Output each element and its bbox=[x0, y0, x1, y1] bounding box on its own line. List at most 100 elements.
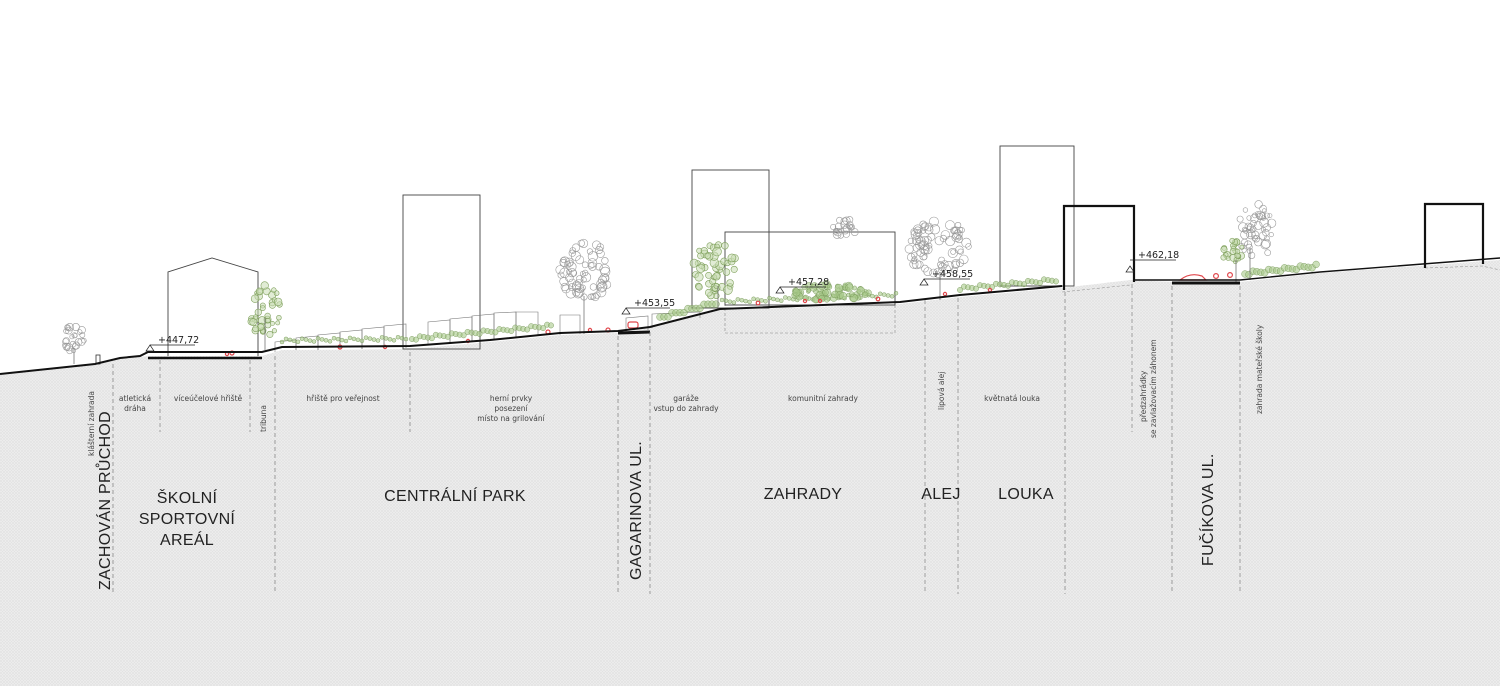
foliage-mark bbox=[1259, 217, 1269, 228]
foliage-mark bbox=[904, 244, 914, 254]
foliage-mark bbox=[943, 261, 954, 272]
foliage-mark bbox=[929, 216, 939, 227]
foliage-mark bbox=[809, 284, 818, 292]
elevation-marker: +447,72 bbox=[145, 335, 199, 352]
foliage-mark bbox=[273, 297, 283, 307]
shrub-mark bbox=[1312, 260, 1320, 269]
foliage-mark bbox=[571, 288, 581, 297]
foliage-mark bbox=[1261, 238, 1271, 249]
label-predzahradky: předzahrádky bbox=[1139, 370, 1148, 422]
shrub-mark bbox=[323, 338, 329, 343]
foliage-mark bbox=[259, 305, 266, 311]
shrub-mark bbox=[295, 339, 301, 344]
foliage-mark bbox=[1250, 213, 1259, 223]
foliage-mark bbox=[588, 262, 597, 271]
shrub-mark bbox=[1037, 279, 1043, 286]
foliage-mark bbox=[1220, 245, 1228, 253]
foliage-mark bbox=[575, 279, 583, 287]
label-atleticka-draha: atletická bbox=[119, 394, 151, 403]
zone-sportovni: SPORTOVNÍ bbox=[139, 509, 236, 528]
foliage-mark bbox=[569, 247, 577, 254]
shrub-mark bbox=[763, 299, 768, 304]
foliage-mark bbox=[1260, 240, 1270, 250]
shrub-mark bbox=[739, 298, 744, 303]
shrub-mark bbox=[723, 298, 729, 303]
foliage-mark bbox=[921, 222, 930, 230]
zone-alej: ALEJ bbox=[921, 486, 960, 503]
foliage-mark bbox=[923, 267, 933, 276]
foliage-mark bbox=[260, 281, 269, 290]
foliage-mark bbox=[1267, 213, 1273, 218]
shrub-mark bbox=[367, 336, 373, 341]
label-zahrada-ms: zahrada mateřské školy bbox=[1255, 324, 1264, 414]
foliage-mark bbox=[69, 334, 75, 340]
label-vstup-do-zahrady: vstup do zahrady bbox=[653, 404, 719, 413]
shrub-mark bbox=[889, 294, 895, 299]
foliage-mark bbox=[266, 330, 274, 338]
shrub-mark bbox=[347, 335, 353, 341]
foliage-mark bbox=[923, 244, 930, 251]
foliage-mark bbox=[1262, 223, 1271, 232]
shrub-mark bbox=[315, 336, 321, 341]
foliage-mark bbox=[1268, 232, 1274, 238]
foliage-mark bbox=[840, 217, 849, 226]
foliage-mark bbox=[861, 291, 869, 298]
elevation-label: +447,72 bbox=[158, 335, 199, 346]
foliage-mark bbox=[252, 325, 259, 333]
label-komunitni-zahrady: komunitní zahrady bbox=[788, 394, 858, 403]
foliage-mark bbox=[916, 236, 926, 247]
foliage-mark bbox=[249, 318, 258, 326]
shrub-mark bbox=[363, 335, 369, 340]
foliage-mark bbox=[81, 337, 87, 344]
foliage-mark bbox=[275, 320, 281, 326]
foliage-mark bbox=[1254, 237, 1263, 247]
foliage-mark bbox=[722, 268, 731, 276]
street-fucikova: FUČÍKOVA UL. bbox=[1198, 453, 1217, 566]
shrub-mark bbox=[428, 335, 435, 342]
zone-skolni: ŠKOLNÍ bbox=[157, 488, 218, 507]
foliage-mark bbox=[837, 232, 844, 239]
foliage-mark bbox=[940, 230, 951, 240]
shrub-mark bbox=[279, 339, 285, 345]
foliage-mark bbox=[561, 284, 571, 294]
foliage-mark bbox=[712, 272, 721, 281]
shrub-mark bbox=[787, 296, 792, 301]
label-lipova-alej: lipová alej bbox=[937, 372, 946, 410]
foliage-mark bbox=[704, 252, 711, 260]
shrub-mark bbox=[540, 325, 546, 331]
foliage-mark bbox=[924, 222, 934, 232]
foliage-mark bbox=[911, 255, 918, 262]
foliage-mark bbox=[1220, 254, 1227, 261]
shrub-mark bbox=[548, 322, 554, 329]
foliage-mark bbox=[568, 278, 577, 287]
foliage-mark bbox=[587, 293, 595, 300]
foliage-mark bbox=[730, 265, 738, 273]
foliage-mark bbox=[831, 290, 839, 299]
elevation-marker: +462,18 bbox=[1125, 250, 1179, 273]
foliage-mark bbox=[589, 283, 598, 291]
shrub-mark bbox=[893, 291, 899, 296]
foliage-mark bbox=[1259, 204, 1267, 213]
foliage-mark bbox=[1239, 244, 1245, 250]
terrain-line bbox=[0, 285, 1063, 375]
shrub-mark bbox=[508, 328, 515, 334]
foliage-mark bbox=[921, 264, 929, 273]
shrub-mark bbox=[885, 293, 891, 298]
foliage-mark bbox=[1242, 207, 1248, 213]
foliage-mark bbox=[600, 266, 611, 277]
foliage-mark bbox=[62, 338, 70, 346]
label-herni-prvky: herní prvky bbox=[490, 394, 533, 403]
foliage-mark bbox=[947, 248, 958, 259]
foliage-mark bbox=[567, 268, 577, 278]
shrub-mark bbox=[287, 337, 293, 343]
foliage-mark bbox=[915, 260, 924, 269]
tower-building-3 bbox=[999, 145, 1075, 287]
label-viceucelove-hriste: víceúčelové hřiště bbox=[174, 394, 243, 403]
foliage-mark bbox=[920, 222, 929, 231]
foliage-mark bbox=[842, 230, 850, 238]
shrub-mark bbox=[339, 337, 345, 343]
foliage-mark bbox=[822, 289, 829, 296]
foliage-mark bbox=[957, 248, 964, 255]
zone-areal: AREÁL bbox=[160, 530, 214, 549]
